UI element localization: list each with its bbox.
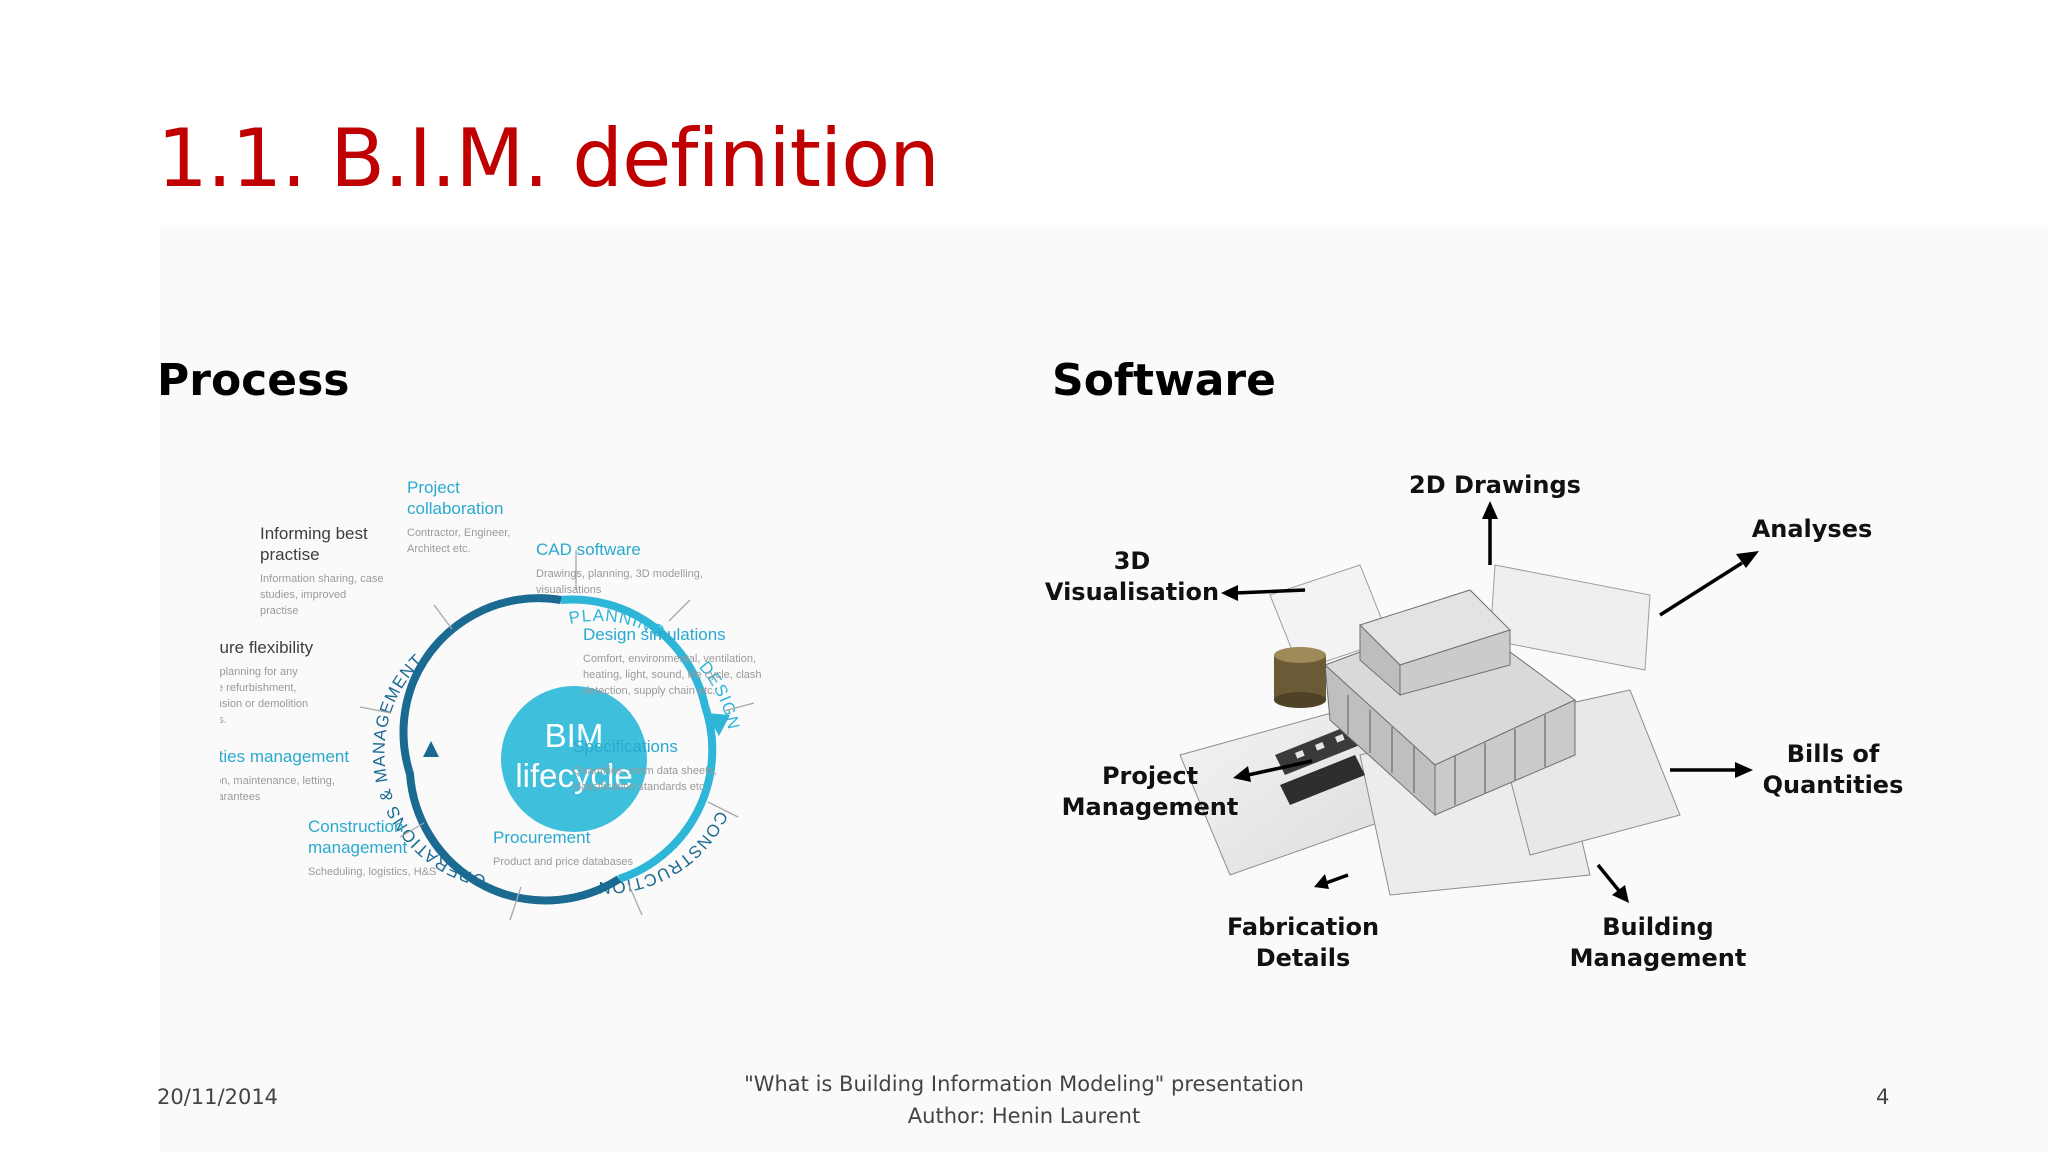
hub-label-line2: lifecycle [515, 757, 632, 794]
label-project-management-line1: Project [1102, 762, 1198, 790]
footer-presentation-title: "What is Building Information Modeling" … [744, 1072, 1304, 1096]
label-3d-visualisation-line2: Visualisation [1045, 578, 1219, 606]
callout-title: CAD software [536, 540, 641, 559]
callout-arrows [1221, 501, 1759, 903]
callout-description: future refurbishment, [220, 682, 297, 694]
callout-description: sale, guarantees [220, 791, 261, 803]
callout-title: Construction [308, 817, 403, 836]
label-3d-visualisation-line1: 3D [1114, 547, 1151, 575]
callout-connectors [359, 550, 755, 921]
callout-description: Operation, maintenance, letting, [220, 775, 335, 787]
ring-arrow-down-icon [706, 713, 730, 736]
callout-description: visualisations [536, 584, 602, 596]
building-model-illustration [1179, 564, 1681, 896]
callout-title: Design simulations [583, 625, 726, 644]
film-strip-icon [1275, 725, 1365, 805]
footer-author: Author: Henin Laurent [907, 1104, 1141, 1128]
callout-description: detection, supply chain etc. [583, 685, 716, 697]
callout-description: Aids planning for any [220, 666, 298, 678]
callout-description: Quantities, room data sheets, [573, 765, 717, 777]
arrow-project-management-icon [1247, 759, 1313, 777]
callout-future-flexibility: Future flexibilityAids planning for any f… [220, 638, 314, 726]
process-heading: Process [157, 355, 350, 406]
label-project-management-line2: Management [1062, 793, 1239, 821]
callout-title: Specifications [573, 737, 678, 756]
bim-hub-circle [501, 686, 647, 832]
callout-description: Product and price databases [493, 856, 634, 868]
label-2d-drawings: 2D Drawings [1409, 471, 1581, 499]
callout-description: Contractor, Engineer, [407, 527, 510, 539]
callout-title: collaboration [407, 499, 503, 518]
label-bills-of-quantities-line2: Quantities [1763, 771, 1904, 799]
ring-dark-arc [399, 594, 622, 905]
ring-arrow-up-icon [423, 741, 439, 757]
slide-content-background [160, 225, 2048, 1152]
footer-date: 20/11/2014 [157, 1085, 279, 1109]
software-heading: Software [1052, 355, 1276, 406]
callout-title: management [308, 838, 408, 857]
callout-description: Scheduling, logistics, H&S [308, 866, 436, 878]
callout-description: practise [260, 605, 299, 617]
callout-title: Procurement [493, 828, 591, 847]
database-cylinder-icon [1274, 647, 1326, 708]
hub-label-line1: BIM [545, 717, 604, 754]
callout-title: Future flexibility [220, 638, 314, 657]
label-bills-of-quantities-line1: Bills of [1787, 740, 1880, 768]
callout-description: Information sharing, case [260, 573, 384, 585]
label-fabrication-details-line1: Fabrication [1227, 913, 1379, 941]
label-building-management-line1: Building [1602, 913, 1714, 941]
callout-description: heating, light, sound, life cycle, clash [583, 669, 762, 681]
callout-facilities-management: Facilities managementOperation, maintena… [220, 747, 349, 803]
label-analyses: Analyses [1752, 515, 1873, 543]
callout-title: Project [407, 478, 460, 497]
callout-description: extension or demolition [220, 698, 308, 710]
bim-lifecycle-diagram: BIM lifecycle PLANNING DESIGN CONSTRUCTI… [220, 478, 762, 921]
callout-description: Drawings, planning, 3D modelling, [536, 568, 703, 580]
lifecycle-ring [399, 594, 730, 905]
footer-presentation-info: "What is Building Information Modeling" … [600, 1068, 1448, 1132]
callout-description: works. [220, 714, 227, 726]
callout-title: Informing best [260, 524, 368, 543]
footer-page-number: 4 [1876, 1085, 1890, 1109]
callout-description: studies, improved [260, 589, 346, 601]
label-fabrication-details-line2: Details [1256, 944, 1351, 972]
slide-title: 1.1. B.I.M. definition [157, 112, 940, 205]
arrow-3d-visualisation-icon [1234, 588, 1306, 595]
arrow-fabrication-details-icon [1325, 873, 1349, 885]
callout-description: classification standards etc. [573, 781, 708, 793]
arrow-analyses-icon [1659, 561, 1743, 617]
ring-light-arc [560, 595, 717, 883]
bim-software-diagram: 2D Drawings Analyses 3D Visualisation Bi… [1045, 471, 1904, 972]
callout-description: Comfort, environmental, ventilation, [583, 653, 756, 665]
callout-title: Facilities management [220, 747, 349, 766]
callout-description: Architect etc. [407, 543, 471, 555]
callout-title: practise [260, 545, 320, 564]
label-building-management-line2: Management [1570, 944, 1747, 972]
building-block [1324, 589, 1576, 817]
arrow-building-management-icon [1596, 863, 1622, 894]
